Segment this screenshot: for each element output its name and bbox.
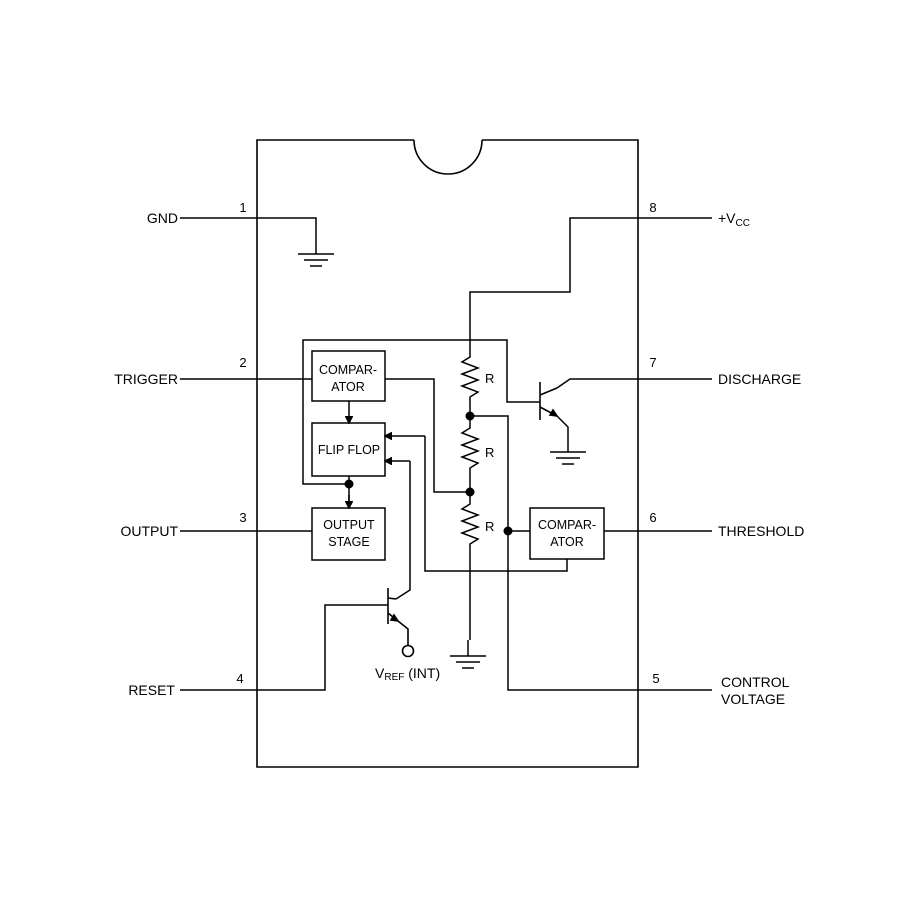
pin-3-number: 3 <box>239 510 246 525</box>
arrows <box>349 401 425 508</box>
threshold-comparator-label-1: COMPAR- <box>538 518 596 532</box>
junction-dot <box>465 411 475 421</box>
ic-package <box>256 139 639 768</box>
vref-label: VREF (INT) <box>375 665 440 683</box>
pin-names: GND TRIGGER OUTPUT RESET +VCC DISCHARGE … <box>114 210 804 707</box>
flip-flop-label: FLIP FLOP <box>318 443 380 457</box>
pin-7-number: 7 <box>649 355 656 370</box>
resistor-labels: R R R <box>485 371 494 534</box>
ground-icon <box>450 640 486 669</box>
ground-icon <box>550 415 586 465</box>
resistor-r2 <box>459 416 481 492</box>
pin-5-name-line2: VOLTAGE <box>721 691 785 707</box>
ground-icon <box>257 217 334 267</box>
discharge-wire <box>556 378 638 389</box>
pin-6-number: 6 <box>649 510 656 525</box>
output-stage-label-1: OUTPUT <box>323 518 375 532</box>
resistor-r3-label: R <box>485 519 494 534</box>
vref-terminal-icon <box>401 644 415 658</box>
pin-5-number: 5 <box>652 671 659 686</box>
pin-8-number: 8 <box>649 200 656 215</box>
pin-7-name: DISCHARGE <box>718 371 801 387</box>
resistor-r1-label: R <box>485 371 494 386</box>
pin-8-name: +VCC <box>718 210 750 229</box>
threshold-comparator-box <box>529 507 605 560</box>
threshold-comparator-label-2: ATOR <box>550 535 584 549</box>
pin-1-name: GND <box>147 210 178 226</box>
wiring <box>257 217 638 691</box>
resistors <box>459 352 481 556</box>
ground-symbols <box>257 217 586 669</box>
control-voltage-wire <box>470 415 638 691</box>
reset-transistor-icon <box>387 588 415 658</box>
discharge-transistor-icon <box>539 382 559 420</box>
pin-6-name: THRESHOLD <box>718 523 804 539</box>
junction-dot <box>344 479 354 489</box>
pin-leads <box>180 217 712 691</box>
output-stage-box <box>311 507 386 561</box>
reset-collector-wire <box>395 461 411 600</box>
resistor-r1 <box>459 352 481 416</box>
trigger-ref-wire <box>385 378 470 493</box>
junction-dot <box>465 487 475 497</box>
reset-wire <box>257 604 388 691</box>
pin-5-name-line1: CONTROL <box>721 674 790 690</box>
pin-numbers: 1 2 3 4 8 7 6 5 <box>236 200 659 686</box>
output-stage-label-2: STAGE <box>328 535 369 549</box>
pin-4-number: 4 <box>236 671 243 686</box>
resistor-r2-label: R <box>485 445 494 460</box>
package-notch <box>413 139 483 175</box>
junction-dots <box>344 411 513 536</box>
discharge-drive-wire <box>302 339 540 485</box>
block-labels: COMPAR- ATOR FLIP FLOP OUTPUT STAGE COMP… <box>318 363 596 549</box>
pin-4-name: RESET <box>128 682 175 698</box>
vcc-wire <box>469 217 638 352</box>
resistor-r3 <box>459 492 481 556</box>
trigger-comparator-label-1: COMPAR- <box>319 363 377 377</box>
pin-2-number: 2 <box>239 355 246 370</box>
junction-dot <box>503 526 513 536</box>
pin-3-name: OUTPUT <box>120 523 178 539</box>
pin-1-number: 1 <box>239 200 246 215</box>
pin-2-name: TRIGGER <box>114 371 178 387</box>
threshold-output-wire <box>424 436 568 572</box>
trigger-comparator-label-2: ATOR <box>331 380 365 394</box>
